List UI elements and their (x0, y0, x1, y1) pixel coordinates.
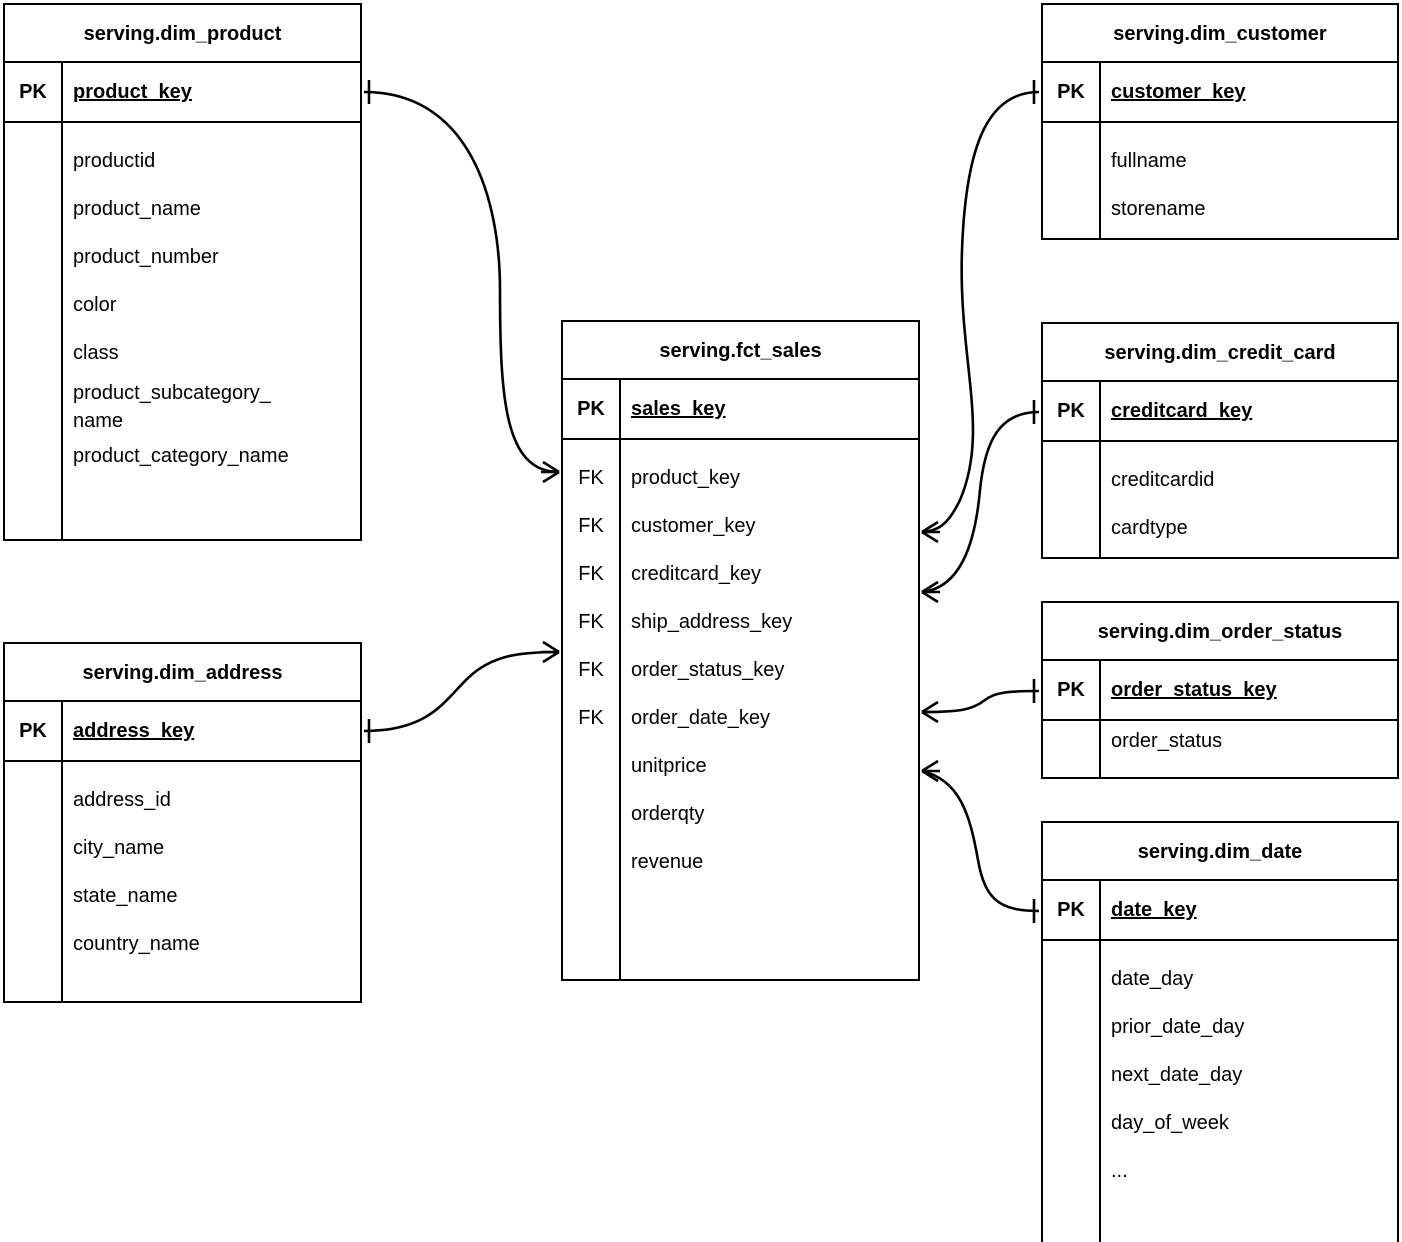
attribute-row: country_name (73, 933, 200, 955)
fk-badge: FK (578, 515, 604, 537)
fk-field-row: customer_key (631, 515, 756, 537)
attribute-block-dim-date: date_day prior_date_day next_date_day da… (1043, 941, 1397, 1242)
fk-badge: FK (578, 611, 604, 633)
rel-date (921, 759, 1040, 923)
key-column-spacer: FK FK FK FK FK FK (563, 440, 621, 979)
rel-creditcard (921, 400, 1040, 604)
key-column-spacer (5, 123, 63, 539)
attribute-block-dim-credit-card: creditcardid cardtype (1043, 442, 1397, 557)
pk-field-dim-credit-card: creditcard_key (1111, 400, 1253, 422)
fk-field-row: order_status_key (631, 659, 785, 681)
fk-field-row: product_key (631, 467, 740, 489)
entity-dim-order-status[interactable]: serving.dim_order_status PK order_status… (1041, 601, 1399, 779)
pk-row-fct-sales: PK sales_key (563, 380, 918, 440)
key-column-spacer (1043, 123, 1101, 238)
pk-field-dim-address: address_key (73, 720, 195, 742)
measure-row: revenue (631, 851, 704, 873)
attribute-block-dim-customer: fullname storename (1043, 123, 1397, 238)
rel-customer (921, 80, 1040, 544)
attribute-row: storename (1111, 198, 1206, 220)
attribute-row: color (73, 294, 117, 316)
pk-field-dim-order-status: order_status_key (1111, 679, 1277, 701)
entity-dim-customer[interactable]: serving.dim_customer PK customer_key ful… (1041, 3, 1399, 240)
fk-badge: FK (578, 707, 604, 729)
entity-title-dim-order-status: serving.dim_order_status (1043, 603, 1397, 661)
entity-title-dim-product: serving.dim_product (5, 5, 360, 63)
crowfoot-date (921, 759, 940, 783)
pk-row-dim-address: PK address_key (5, 702, 360, 762)
pk-badge-dim-order-status: PK (1043, 661, 1101, 719)
entity-fct-sales[interactable]: serving.fct_sales PK sales_key FK FK FK … (561, 320, 920, 981)
entity-dim-address[interactable]: serving.dim_address PK address_key addre… (3, 642, 362, 1003)
pk-badge-dim-credit-card: PK (1043, 382, 1101, 440)
attribute-block-dim-product: productid product_name product_number co… (5, 123, 360, 539)
pk-badge-dim-customer: PK (1043, 63, 1101, 121)
attribute-row: cardtype (1111, 517, 1188, 539)
entity-title-dim-customer: serving.dim_customer (1043, 5, 1397, 63)
attribute-row-ellipsis: ... (1111, 1160, 1128, 1182)
measure-row: orderqty (631, 803, 705, 825)
attribute-row: creditcardid (1111, 469, 1215, 491)
rel-product (363, 80, 560, 484)
attribute-block-dim-address: address_id city_name state_name country_… (5, 762, 360, 1001)
entity-dim-credit-card[interactable]: serving.dim_credit_card PK creditcard_ke… (1041, 322, 1399, 559)
key-column-spacer (5, 762, 63, 1001)
fk-badge: FK (578, 467, 604, 489)
pk-row-dim-order-status: PK order_status_key (1043, 661, 1397, 721)
attribute-row: address_id (73, 789, 171, 811)
rel-order-status (921, 679, 1040, 724)
crowfoot-order-status (921, 700, 940, 724)
entity-title-dim-date: serving.dim_date (1043, 823, 1397, 881)
pk-row-dim-credit-card: PK creditcard_key (1043, 382, 1397, 442)
crowfoot-address (541, 640, 560, 664)
entity-dim-date[interactable]: serving.dim_date PK date_key date_day pr… (1041, 821, 1399, 1242)
fk-field-row: order_date_key (631, 707, 770, 729)
entity-title-dim-credit-card: serving.dim_credit_card (1043, 324, 1397, 382)
key-column-spacer (1043, 941, 1101, 1242)
attribute-row: class (73, 342, 119, 364)
entity-title-dim-address: serving.dim_address (5, 644, 360, 702)
attribute-row: product_name (73, 198, 201, 220)
crowfoot-product (541, 460, 560, 484)
pk-badge-dim-address: PK (5, 702, 63, 760)
crowfoot-creditcard (921, 580, 940, 604)
attribute-row: order_status (1111, 730, 1223, 752)
fk-badge: FK (578, 659, 604, 681)
crowfoot-customer (921, 520, 940, 544)
pk-row-dim-date: PK date_key (1043, 881, 1397, 941)
pk-field-dim-customer: customer_key (1111, 81, 1246, 103)
attribute-row: next_date_day (1111, 1064, 1243, 1086)
fk-badge: FK (578, 563, 604, 585)
attribute-row: product_number (73, 246, 219, 268)
pk-badge-dim-date: PK (1043, 881, 1101, 939)
rel-address (363, 640, 560, 743)
attribute-row: product_category_name (73, 445, 289, 467)
entity-title-fct-sales: serving.fct_sales (563, 322, 918, 380)
key-column-spacer (1043, 721, 1101, 777)
attribute-row: state_name (73, 885, 178, 907)
fk-field-row: ship_address_key (631, 611, 793, 633)
attribute-row: productid (73, 150, 156, 172)
entity-dim-product[interactable]: serving.dim_product PK product_key produ… (3, 3, 362, 541)
measure-row: unitprice (631, 755, 707, 777)
pk-field-fct-sales: sales_key (631, 398, 726, 420)
attribute-block-dim-order-status: order_status (1043, 721, 1397, 777)
pk-row-dim-product: PK product_key (5, 63, 360, 123)
attribute-row: city_name (73, 837, 165, 859)
attribute-row: fullname (1111, 150, 1187, 172)
attribute-row: prior_date_day (1111, 1016, 1245, 1038)
key-column-spacer (1043, 442, 1101, 557)
attribute-row: product_subcategory_ name (73, 382, 271, 432)
attribute-row: date_day (1111, 968, 1194, 990)
pk-badge-dim-product: PK (5, 63, 63, 121)
pk-row-dim-customer: PK customer_key (1043, 63, 1397, 123)
pk-badge-fct-sales: PK (563, 380, 621, 438)
pk-field-dim-product: product_key (73, 81, 192, 103)
pk-field-dim-date: date_key (1111, 899, 1197, 921)
attribute-row: day_of_week (1111, 1112, 1229, 1134)
fk-and-measure-block-fct-sales: FK FK FK FK FK FK product_key customer_k… (563, 440, 918, 979)
fk-field-row: creditcard_key (631, 563, 762, 585)
